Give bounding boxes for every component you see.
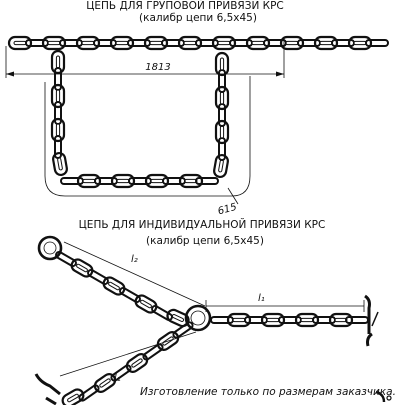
right-horizontal-chain [210, 312, 369, 328]
central-ring [184, 304, 212, 332]
dimension-615-outline [44, 76, 251, 197]
dimension-l1-right [205, 300, 365, 312]
dimension-1813-label: 1813 [145, 62, 170, 73]
individual-chain-subtitle: (калибр цепи 6,5х45) [146, 235, 264, 247]
dimension-l1-lower-line [59, 331, 197, 377]
upper-diagonal-chain [53, 249, 192, 330]
individual-chain-title: ЦЕПЬ ДЛЯ ИНДИВИДУАЛЬНОЙ ПРИВЯЗИ КРС [79, 218, 326, 231]
dimension-l1-lower-label: l₁ [114, 373, 121, 384]
dimension-1813 [5, 38, 285, 78]
lower-left-toggle-bar [34, 373, 61, 405]
manufacture-note: Изготовление только по размерам заказчик… [140, 386, 396, 398]
dimension-l2-label: l₂ [131, 254, 138, 265]
dimension-615-label: 615 [217, 202, 238, 218]
group-chain-title: ЦЕПЬ ДЛЯ ГРУПОВОЙ ПРИВЯЗИ КРС [86, 0, 284, 12]
dimension-l2-line [63, 241, 206, 307]
dimension-l1-label: l₁ [258, 293, 265, 304]
top-left-ring [37, 235, 63, 261]
bottom-right-toggle [375, 390, 392, 403]
group-horizontal-chain [7, 35, 389, 51]
right-toggle-bar [364, 294, 379, 347]
group-hanging-chain [50, 49, 230, 189]
group-chain-subtitle: (калибр цепи 6,5х45) [139, 12, 257, 24]
